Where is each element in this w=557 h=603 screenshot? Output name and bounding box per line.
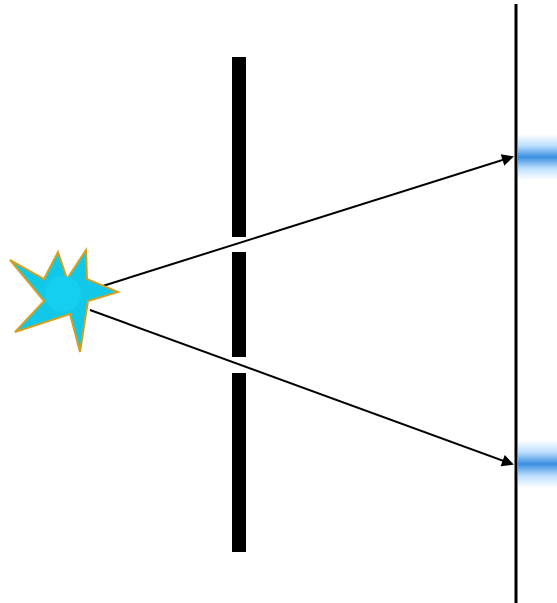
lower-fringe bbox=[518, 440, 557, 488]
barrier-top-segment bbox=[232, 57, 246, 237]
ray-to-lower-fringe bbox=[89, 309, 514, 467]
barrier-middle-segment bbox=[232, 252, 246, 357]
fringe-bands bbox=[518, 134, 557, 488]
barrier-bottom-segment bbox=[232, 373, 246, 552]
ray-to-upper-fringe bbox=[89, 154, 514, 291]
double-slit-barrier bbox=[232, 57, 246, 552]
upper-fringe bbox=[518, 134, 557, 180]
light-source-core bbox=[45, 276, 81, 312]
light-source-burst bbox=[9, 246, 121, 353]
